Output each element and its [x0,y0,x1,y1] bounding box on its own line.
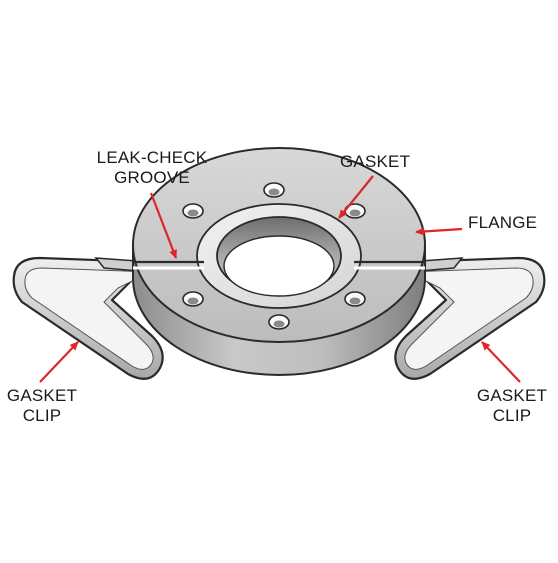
label-leak-check-groove: LEAK-CHECK GROOVE [72,148,232,188]
bolt-hole [182,203,204,219]
label-gasket-clip-right-line1: GASKET [476,386,548,405]
label-gasket-clip-left: GASKET CLIP [0,386,84,426]
bolt-hole [182,291,204,307]
label-leak-check-groove-line2: GROOVE [114,168,190,187]
label-gasket: GASKET [340,152,410,172]
arrow-gasket [338,175,374,219]
bolt-holes [182,182,366,330]
arrow-flange [415,227,463,236]
arrow-gasket-clip-right [481,341,521,383]
label-gasket-clip-left-line2: CLIP [22,406,62,425]
gasket-ring [196,203,362,309]
bolt-hole [344,291,366,307]
label-leak-check-groove-line1: LEAK-CHECK [96,148,208,167]
bolt-hole [263,182,285,198]
label-gasket-clip-right: GASKET CLIP [466,386,558,426]
arrow-leak-check-groove [149,192,178,259]
label-gasket-clip-left-line1: GASKET [6,386,78,405]
arrow-gasket-clip-left [39,341,79,383]
label-flange-text: FLANGE [468,213,538,232]
leader-arrows [39,175,521,383]
leak-check-groove [133,260,425,270]
label-gasket-clip-right-line2: CLIP [492,406,532,425]
label-gasket-text: GASKET [340,152,411,171]
label-flange: FLANGE [468,213,537,233]
bolt-hole [268,314,290,330]
